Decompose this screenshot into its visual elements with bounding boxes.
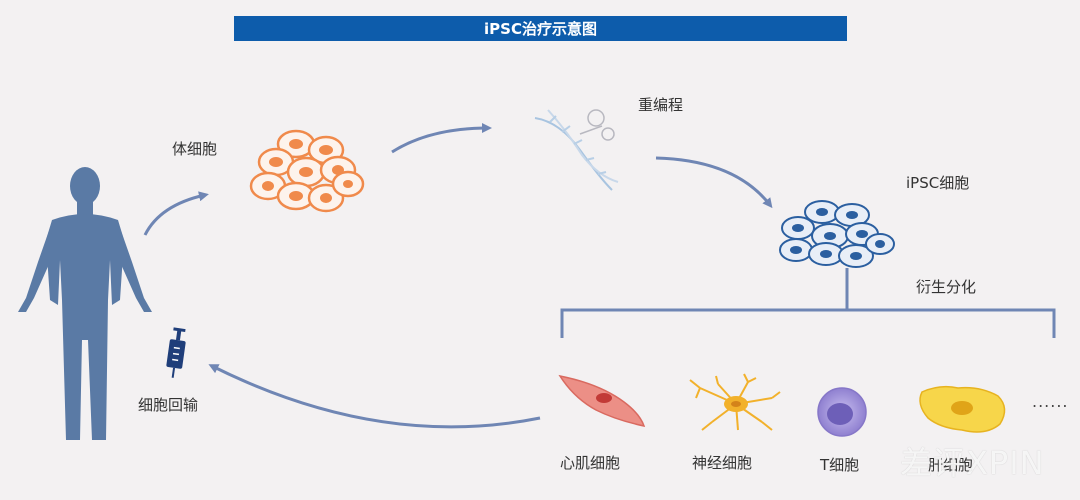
diagram-title: iPSC治疗示意图: [234, 16, 847, 41]
dna-icon: [534, 109, 619, 191]
neuron-nucleus: [731, 401, 741, 407]
tcell-icon: [817, 387, 867, 437]
cardiomyocyte-icon: [558, 374, 646, 428]
syringe-icon: [166, 327, 186, 378]
differentiation-bracket: [560, 268, 1056, 338]
arrow-body-to-somatic: [143, 191, 209, 236]
label-other-cell: 肝细胞: [928, 456, 974, 474]
hepatocyte-icon: [919, 385, 1006, 433]
arrow-return-to-body: [208, 364, 541, 429]
somatic-nuclei: [262, 139, 353, 203]
ipsc-nuclei: [790, 208, 885, 260]
arrow-somatic-to-reprogram: [391, 123, 492, 154]
label-reinfusion: 细胞回输: [138, 396, 199, 414]
arrow-reprogram-to-ipsc: [655, 156, 773, 209]
label-differentiation: 衍生分化: [916, 278, 977, 296]
label-neuron: 神经细胞: [692, 454, 753, 472]
label-reprogram: 重编程: [638, 96, 684, 114]
label-cardiomyocyte: 心肌细胞: [560, 454, 621, 472]
label-ellipsis: ......: [1032, 392, 1069, 411]
human-body-icon: [18, 167, 152, 440]
label-tcell: T细胞: [820, 456, 860, 474]
label-ipsc: iPSC细胞: [906, 174, 970, 192]
ipsc-cell-cluster: [779, 200, 895, 268]
label-somatic: 体细胞: [172, 140, 218, 158]
watermark: 差评XPIN: [900, 444, 1045, 482]
